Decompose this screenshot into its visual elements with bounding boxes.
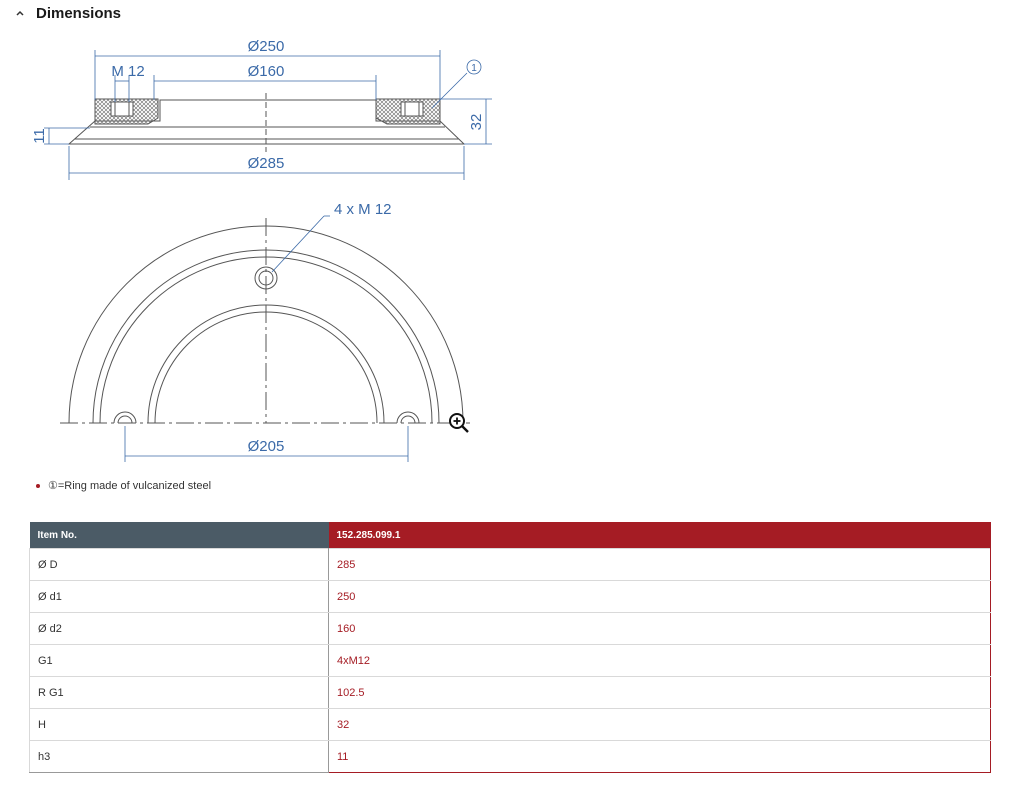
label-h3: 11 <box>31 128 48 144</box>
dimension-drawing: Ø250 Ø160 M 12 1 32 11 Ø285 4 x M 12 Ø20… <box>31 38 492 462</box>
row-value: 160 <box>328 612 991 645</box>
row-value: 285 <box>328 548 991 581</box>
label-pcd: Ø205 <box>248 438 285 455</box>
label-callout: 1 <box>471 63 477 74</box>
dimensions-section-toggle[interactable]: Dimensions <box>14 2 121 24</box>
section-view <box>67 93 466 152</box>
row-label: R G1 <box>29 676 329 709</box>
zoom-in-icon[interactable] <box>447 411 471 435</box>
row-label: h3 <box>29 740 329 773</box>
table-row: Ø d1 250 <box>29 580 991 613</box>
specification-table: Item No. 152.285.099.1 Ø D 285 Ø d1 250 … <box>29 522 991 773</box>
table-row: R G1 102.5 <box>29 676 991 709</box>
dimension-labels: Ø250 Ø160 M 12 1 32 11 Ø285 <box>31 38 485 172</box>
bullet-icon <box>36 483 40 488</box>
label-d1: Ø250 <box>248 38 285 55</box>
top-view-dimensions <box>124 215 409 462</box>
row-value: 250 <box>328 580 991 613</box>
dimension-lines <box>44 50 492 180</box>
row-value: 11 <box>328 740 991 773</box>
row-label: Ø D <box>29 548 329 581</box>
table-row: Ø D 285 <box>29 548 991 581</box>
note-text: ①=Ring made of vulcanized steel <box>48 480 212 492</box>
table-row: H 32 <box>29 708 991 741</box>
row-value: 32 <box>328 708 991 741</box>
table-row: Ø d2 160 <box>29 612 991 645</box>
row-value: 102.5 <box>328 676 991 709</box>
section-title: Dimensions <box>36 4 122 22</box>
label-thread: M 12 <box>111 63 144 80</box>
row-label: Ø d2 <box>29 612 329 645</box>
table-header-row: Item No. 152.285.099.1 <box>29 522 991 549</box>
label-bolts: 4 x M 12 <box>334 201 392 218</box>
label-d2: Ø160 <box>248 63 285 80</box>
row-label: Ø d1 <box>29 580 329 613</box>
label-outer: Ø285 <box>248 155 285 172</box>
header-value: 152.285.099.1 <box>328 522 991 549</box>
row-label: H <box>29 708 329 741</box>
row-label: G1 <box>29 644 329 677</box>
header-label: Item No. <box>29 522 329 549</box>
table-row: h3 11 <box>29 740 991 773</box>
drawing-note: ①=Ring made of vulcanized steel <box>36 479 211 492</box>
table-row: G1 4xM12 <box>29 644 991 677</box>
top-view <box>60 218 470 424</box>
label-height: 32 <box>468 114 485 131</box>
chevron-up-icon <box>16 10 24 16</box>
row-value: 4xM12 <box>328 644 991 677</box>
